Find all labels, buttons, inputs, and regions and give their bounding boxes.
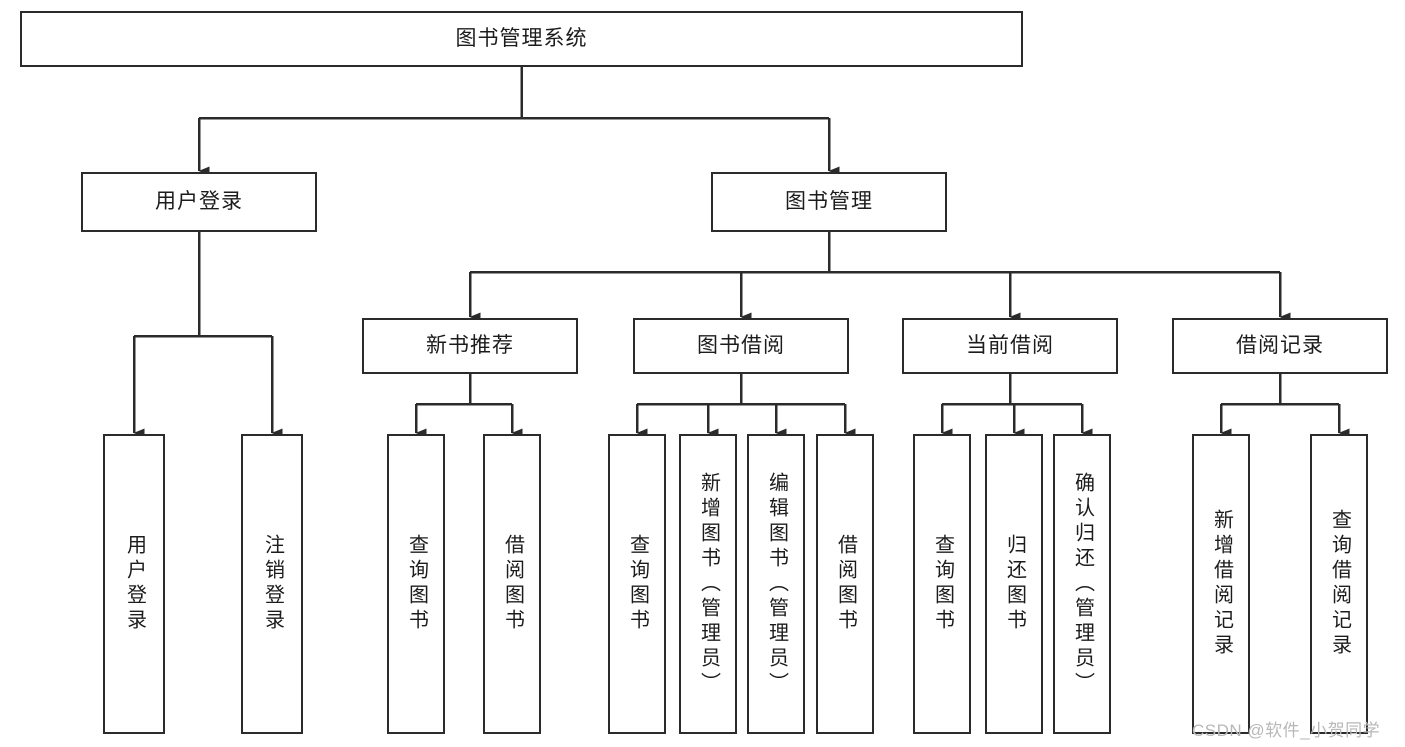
node-leaf-add-book[interactable]: 新增图书（管理员） — [679, 434, 737, 734]
node-current-borrow[interactable]: 当前借阅 — [902, 318, 1118, 374]
node-user-login[interactable]: 用户登录 — [81, 172, 317, 232]
node-label: 图书管理 — [785, 190, 873, 214]
node-label: 借阅图书 — [834, 534, 857, 634]
node-book-borrow[interactable]: 图书借阅 — [633, 318, 849, 374]
node-leaf-query-book-3[interactable]: 查询图书 — [913, 434, 971, 734]
node-leaf-query-borrow-record[interactable]: 查询借阅记录 — [1310, 434, 1368, 734]
node-leaf-confirm-return[interactable]: 确认归还（管理员） — [1053, 434, 1111, 734]
node-label: 图书借阅 — [697, 334, 785, 358]
node-leaf-edit-book[interactable]: 编辑图书（管理员） — [747, 434, 805, 734]
node-label: 注销登录 — [261, 534, 284, 634]
node-label: 查询图书 — [931, 534, 954, 634]
node-leaf-user-login[interactable]: 用户登录 — [103, 434, 165, 734]
node-book-manage[interactable]: 图书管理 — [711, 172, 947, 232]
node-leaf-return-book[interactable]: 归还图书 — [985, 434, 1043, 734]
node-leaf-query-book-2[interactable]: 查询图书 — [608, 434, 666, 734]
node-borrow-record[interactable]: 借阅记录 — [1172, 318, 1388, 374]
node-label: 用户登录 — [155, 190, 243, 214]
node-label: 借阅记录 — [1236, 334, 1324, 358]
node-label: 图书管理系统 — [455, 27, 588, 51]
node-label: 新增图书（管理员） — [697, 471, 720, 697]
node-label: 查询图书 — [405, 534, 428, 634]
node-leaf-user-logout[interactable]: 注销登录 — [241, 434, 303, 734]
node-leaf-borrow-book-2[interactable]: 借阅图书 — [816, 434, 874, 734]
node-label: 查询借阅记录 — [1328, 509, 1351, 659]
connector-group — [132, 67, 1350, 438]
node-root[interactable]: 图书管理系统 — [20, 11, 1023, 67]
node-label: 归还图书 — [1003, 534, 1026, 634]
node-new-book-recommend[interactable]: 新书推荐 — [362, 318, 578, 374]
node-leaf-add-borrow-record[interactable]: 新增借阅记录 — [1192, 434, 1250, 734]
node-label: 新增借阅记录 — [1210, 509, 1233, 659]
node-label: 新书推荐 — [426, 334, 514, 358]
node-label: 查询图书 — [626, 534, 649, 634]
node-label: 当前借阅 — [966, 334, 1054, 358]
node-leaf-borrow-book-1[interactable]: 借阅图书 — [483, 434, 541, 734]
node-label: 用户登录 — [123, 534, 146, 634]
node-label: 借阅图书 — [501, 534, 524, 634]
node-label: 确认归还（管理员） — [1071, 471, 1094, 697]
node-label: 编辑图书（管理员） — [765, 471, 788, 697]
node-leaf-query-book-1[interactable]: 查询图书 — [387, 434, 445, 734]
